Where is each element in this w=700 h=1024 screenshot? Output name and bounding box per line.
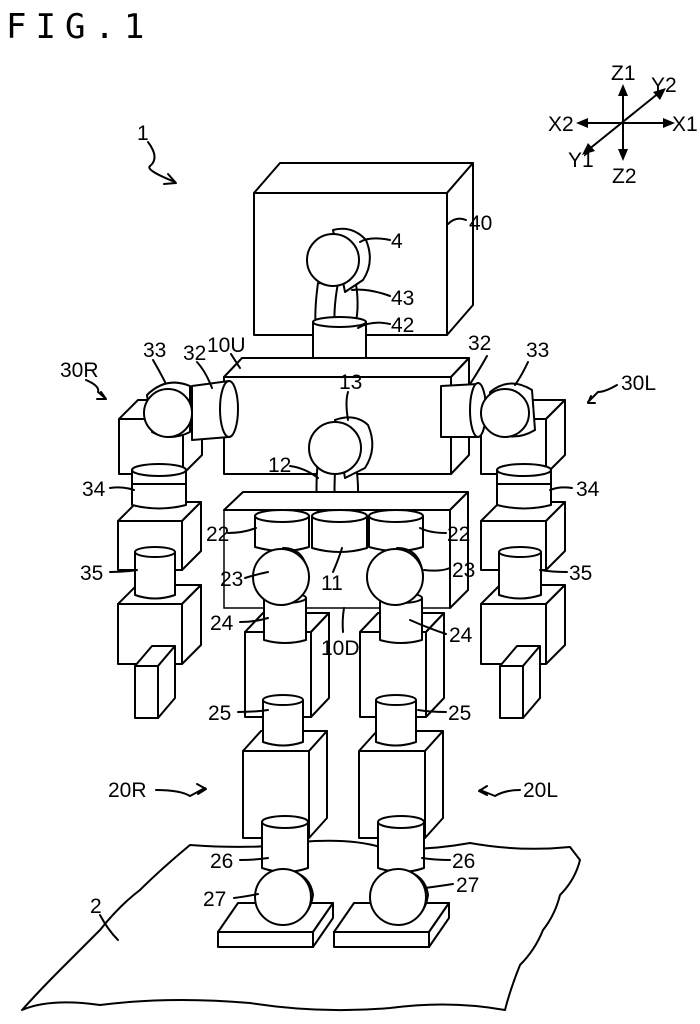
label-knee-r: 25	[208, 702, 231, 725]
label-shoulder-l-32: 32	[468, 332, 491, 355]
axis-z2: Z2	[612, 165, 637, 188]
label-elbow-l: 35	[569, 562, 592, 585]
label-hip-r-22: 22	[206, 523, 229, 546]
label-head-joint: 4	[391, 230, 403, 253]
label-thigh-l: 24	[449, 624, 473, 647]
right-arm	[118, 381, 238, 718]
label-ankle-l: 26	[452, 850, 475, 873]
label-waist-joint: 13	[339, 371, 362, 394]
hip-l	[369, 510, 423, 551]
label-foot-l: 27	[456, 874, 479, 897]
axis-y2: Y2	[651, 74, 677, 97]
label-lower-torso: 10D	[321, 637, 360, 660]
label-hip-l-22: 22	[447, 523, 470, 546]
label-hip-r-23: 23	[220, 568, 243, 591]
label-shoulder-r-32: 32	[183, 342, 206, 365]
label-right-arm: 30R	[60, 359, 99, 382]
label-left-leg: 20L	[523, 779, 558, 802]
axis-x2: X2	[548, 113, 574, 136]
axis-x1: X1	[672, 113, 698, 136]
label-robot: 1	[137, 122, 149, 145]
axis-z1: Z1	[611, 62, 636, 85]
label-thigh-r: 24	[210, 612, 234, 635]
label-upperarm-l: 34	[576, 478, 600, 501]
label-upper-torso: 10U	[207, 334, 246, 357]
label-ankle-r: 26	[210, 850, 233, 873]
label-elbow-r: 35	[80, 562, 103, 585]
label-neck-link: 43	[391, 287, 414, 310]
label-neck-base: 42	[391, 314, 414, 337]
label-hip-l-23: 23	[452, 559, 475, 582]
label-right-leg: 20R	[108, 779, 147, 802]
label-shoulder-l-33: 33	[526, 339, 549, 362]
label-knee-l: 25	[448, 702, 471, 725]
label-waist-yaw: 11	[321, 572, 343, 595]
figure-title: FIG.1	[6, 7, 153, 47]
label-shoulder-r-33: 33	[143, 339, 166, 362]
axis-y1: Y1	[568, 149, 594, 172]
label-upperarm-r: 34	[82, 478, 106, 501]
label-waist-link: 12	[268, 454, 291, 477]
label-floor: 2	[90, 895, 102, 918]
waist-yaw	[312, 510, 367, 552]
axis-indicator: Z1 Y2 X2 X1 Y1 Z2	[548, 62, 698, 188]
label-left-arm: 30L	[621, 372, 656, 395]
head	[254, 163, 473, 360]
label-foot-r: 27	[203, 888, 226, 911]
hip-r	[255, 510, 309, 551]
label-head: 40	[469, 212, 492, 235]
